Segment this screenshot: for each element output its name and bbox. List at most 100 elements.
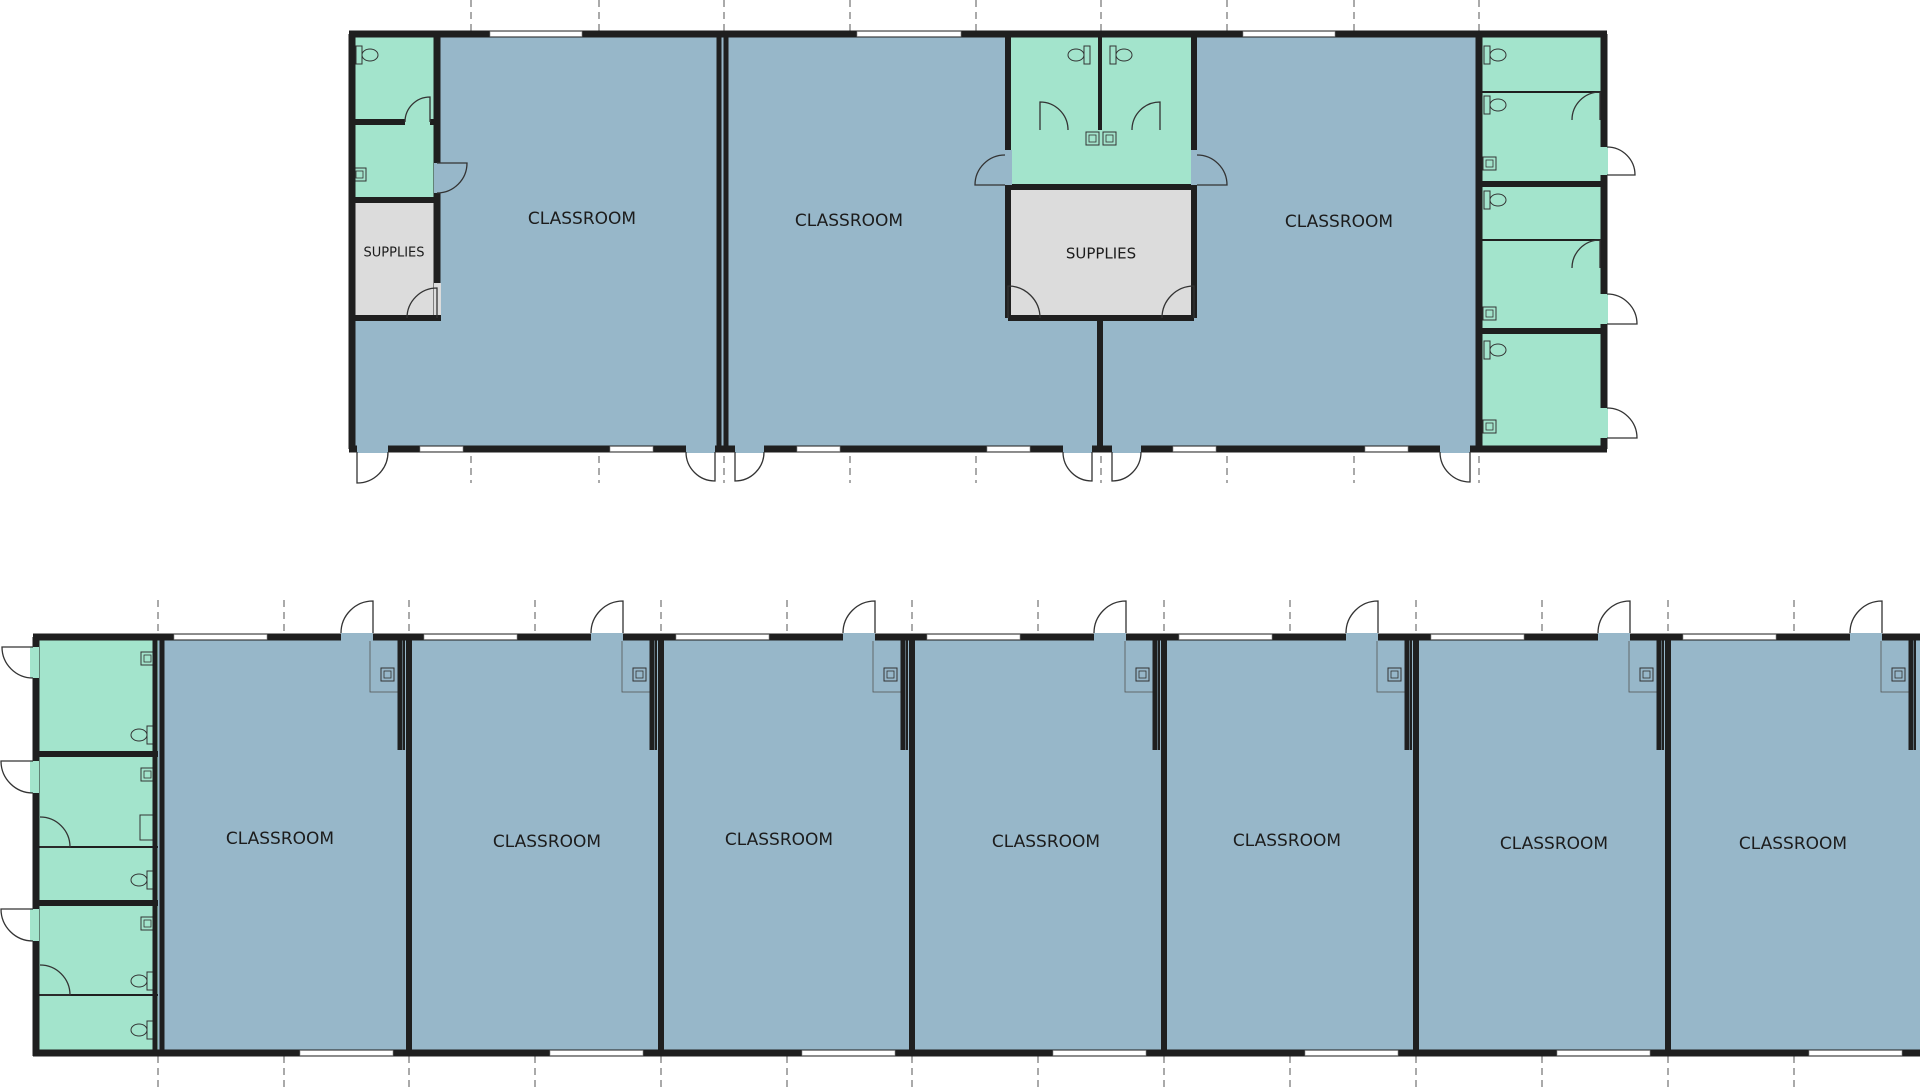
bottom-restrooms-left: [33, 637, 158, 1053]
wall: [351, 315, 441, 321]
door-opening: [591, 633, 623, 641]
partial-wall: [1914, 637, 1916, 750]
top-supplies-middle: [1008, 187, 1194, 318]
partial-wall: [900, 637, 906, 750]
top-classroom-2-label: CLASSROOM: [795, 211, 903, 231]
wall: [33, 1049, 1920, 1057]
bottom-classroom-2-label: CLASSROOM: [493, 832, 601, 852]
window: [1430, 634, 1525, 640]
window: [423, 634, 518, 640]
door-opening: [1600, 294, 1608, 324]
door-swing-icon: [39, 816, 71, 848]
window: [675, 634, 770, 640]
partial-wall: [649, 637, 655, 750]
door-swing-icon: [356, 451, 389, 484]
door-swing-icon: [39, 964, 71, 996]
wall: [909, 637, 915, 1053]
door-swing-icon: [685, 451, 716, 482]
wall: [36, 846, 158, 848]
sink-basin-icon: [1390, 670, 1399, 679]
door-swing-icon: [1131, 101, 1161, 131]
sink-basin-icon: [383, 670, 392, 679]
toilet-icon: [1115, 48, 1133, 62]
wall: [33, 900, 158, 906]
sink-basin-icon: [143, 919, 152, 928]
door-swing-icon: [1111, 451, 1142, 482]
sink-icon: [380, 667, 395, 682]
wall: [36, 994, 158, 996]
door-opening: [1440, 445, 1470, 453]
door-swing-icon: [0, 908, 34, 942]
door-swing-icon: [1196, 154, 1228, 186]
window: [1242, 31, 1336, 37]
window: [1682, 634, 1777, 640]
window: [1364, 446, 1409, 452]
sink-icon: [1891, 667, 1906, 682]
window: [173, 634, 268, 640]
door-opening: [1600, 147, 1608, 175]
door-swing-icon: [1345, 600, 1379, 634]
partial-wall: [1410, 637, 1412, 750]
wall: [723, 34, 729, 449]
door-opening: [1112, 445, 1141, 453]
door-opening: [405, 119, 430, 126]
window: [1556, 1050, 1651, 1056]
door-swing-icon: [1606, 293, 1638, 325]
sink-icon: [1387, 667, 1402, 682]
door-opening: [341, 633, 373, 641]
window: [549, 1050, 644, 1056]
door-swing-icon: [404, 96, 431, 123]
room-fills: [33, 34, 1920, 1053]
toilet-icon: [1489, 48, 1507, 62]
window: [1172, 446, 1217, 452]
door-swing-icon: [1597, 600, 1631, 634]
sink-basin-icon: [143, 770, 152, 779]
wall: [351, 197, 437, 203]
wall: [348, 34, 356, 449]
door-swing-icon: [1571, 91, 1601, 121]
door-swing-icon: [1849, 600, 1883, 634]
bottom-classroom-7-label: CLASSROOM: [1739, 834, 1847, 854]
door-swing-icon: [1439, 451, 1471, 483]
top-supplies-left: [351, 200, 437, 318]
door-swing-icon: [1571, 239, 1601, 269]
door-swing-icon: [590, 600, 624, 634]
door-opening: [686, 445, 715, 453]
partial-wall: [1908, 637, 1914, 750]
wall: [1479, 91, 1603, 93]
top-classroom-area: [349, 34, 1603, 449]
door-opening: [434, 163, 441, 193]
window: [1808, 1050, 1903, 1056]
bottom-classroom-1-label: CLASSROOM: [226, 829, 334, 849]
door-swing-icon: [436, 162, 468, 194]
bottom-classroom-area: [33, 637, 1920, 1053]
door-opening: [735, 445, 764, 453]
door-swing-icon: [340, 600, 374, 634]
window: [609, 446, 654, 452]
partial-wall: [655, 637, 657, 750]
partial-wall: [906, 637, 908, 750]
window: [1052, 1050, 1147, 1056]
wall: [1097, 318, 1103, 449]
wall: [658, 637, 664, 1053]
wall: [1008, 184, 1194, 190]
partial-wall: [397, 637, 403, 750]
room-labels: CLASSROOM CLASSROOM CLASSROOM SUPPLIES S…: [226, 209, 1847, 854]
sink-basin-icon: [1485, 422, 1494, 431]
top-restroom-left: [351, 34, 437, 200]
toilet-icon: [130, 873, 148, 887]
door-swing-icon: [1007, 285, 1041, 319]
door-opening: [1346, 633, 1378, 641]
toilet-icon: [361, 48, 379, 62]
wall: [349, 30, 1607, 38]
door-opening: [843, 633, 875, 641]
door-opening: [357, 445, 388, 453]
sink-icon: [1639, 667, 1654, 682]
door-swing-icon: [974, 154, 1006, 186]
top-supplies-1-label: SUPPLIES: [364, 246, 425, 261]
bottom-classroom-4-label: CLASSROOM: [992, 832, 1100, 852]
wall: [159, 637, 165, 1053]
door-opening: [1600, 408, 1608, 438]
sink-basin-icon: [1088, 134, 1097, 143]
